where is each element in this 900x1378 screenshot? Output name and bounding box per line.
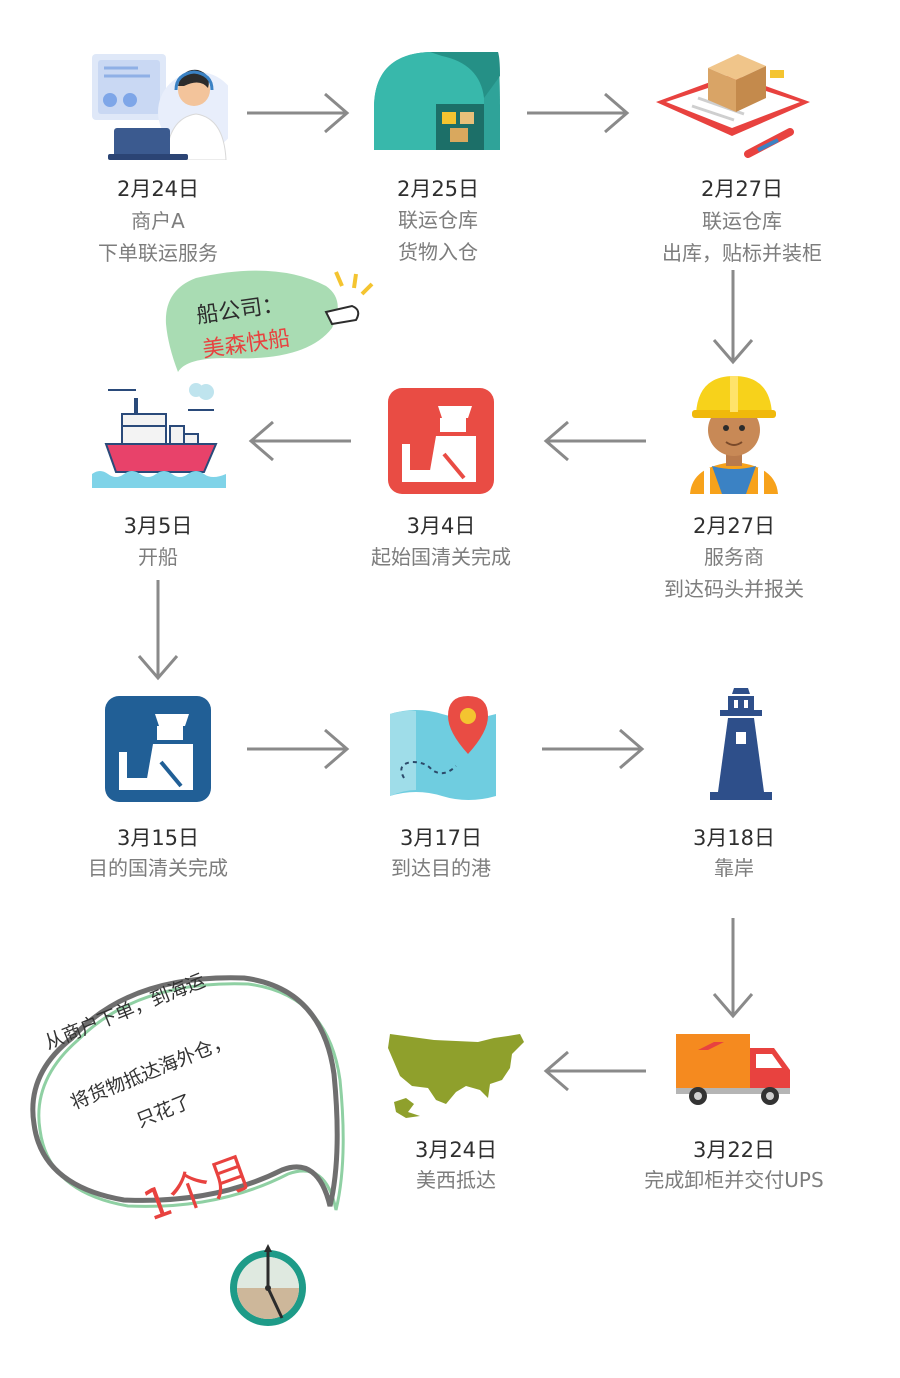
summary-speech-bubble [18,960,358,1260]
step-6-date: 3月5日 [123,514,193,538]
step-1-line2: 下单联运服务 [98,241,218,265]
step-11-date: 3月24日 [414,1138,498,1162]
step-3-line2: 出库，贴标并装柜 [662,241,822,265]
step-9-date: 3月18日 [692,826,776,850]
arrow-right-2 [527,92,630,134]
step-10-line1: 完成卸柜并交付UPS [644,1168,824,1192]
customs-officer-red-icon [388,388,494,494]
step-7-line1: 目的国清关完成 [88,856,228,880]
step-4-date: 2月27日 [692,514,776,538]
cargo-ship-icon [92,384,226,488]
step-2-line1: 联运仓库 [398,208,478,232]
step-5-line1: 起始国清关完成 [371,545,511,569]
clock-icon [226,1244,310,1330]
step-1-date: 2月24日 [116,177,200,201]
arrow-left-2 [248,420,351,462]
arrow-right-4 [542,728,645,770]
step-11-line1: 美西抵达 [416,1168,496,1192]
step-2-line2: 货物入仓 [398,240,478,264]
step-8-date: 3月17日 [399,826,483,850]
step-4-line2: 到达码头并报关 [664,577,804,601]
customs-officer-blue-icon [105,696,211,802]
step-7-date: 3月15日 [116,826,200,850]
arrow-down-2 [137,580,179,681]
step-8-line1: 到达目的港 [391,856,491,880]
step-6-line1: 开船 [138,545,178,569]
ship-company-callout [156,266,386,400]
step-2-date: 2月25日 [396,177,480,201]
arrow-left-3 [543,1050,646,1092]
lighthouse-icon [706,686,776,802]
warehouse-icon [372,46,504,158]
us-map-icon [384,1028,528,1120]
map-pin-icon [386,692,500,804]
step-3-date: 2月27日 [700,177,784,201]
step-9-line1: 靠岸 [714,856,754,880]
arrow-left-1 [543,420,646,462]
worker-icon [686,374,782,494]
delivery-truck-icon [674,1030,796,1108]
step-3-line1: 联运仓库 [702,209,782,233]
step-4-line1: 服务商 [704,545,764,569]
arrow-right-3 [247,728,350,770]
arrow-down-1 [712,270,754,365]
arrow-down-3 [712,918,754,1019]
step-1-line1: 商户A [131,209,185,233]
merchant-operator-icon [88,48,238,161]
step-5-date: 3月4日 [406,514,476,538]
step-10-date: 3月22日 [692,1138,776,1162]
package-label-icon [652,44,814,158]
arrow-right-1 [247,92,350,134]
